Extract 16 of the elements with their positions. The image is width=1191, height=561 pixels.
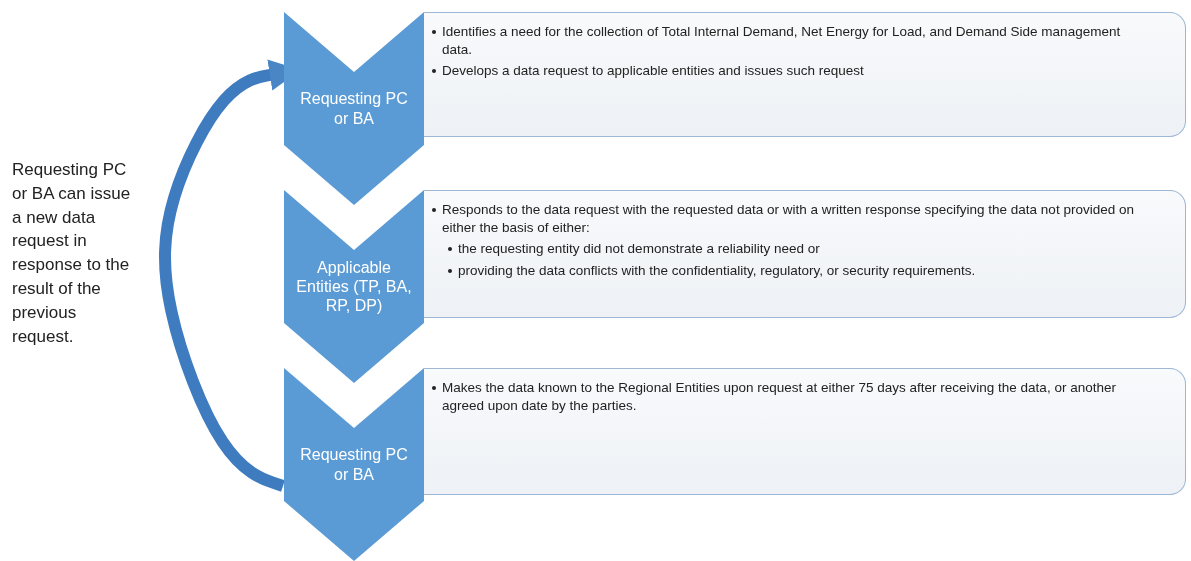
chevron-label: Requesting PC or BA: [299, 445, 409, 485]
chevron-shape: [284, 12, 424, 205]
chevron-label: Applicable Entities (TP, BA, RP, DP): [295, 257, 413, 317]
bullet-text: Identifies a need for the collection of Total Internal Demand, Net Energy for Load, and Demand Side management data.: [432, 23, 1153, 60]
bullet-text: the requesting entity did not demonstrate a reliability need or: [448, 240, 1153, 259]
chevron-label: Requesting PC or BA: [299, 89, 409, 129]
text-card: [424, 368, 1186, 495]
bullet-text: Develops a data request to applicable entities and issues such request: [432, 62, 1153, 81]
bullet-text: providing the data conflicts with the confidentiality, regulatory, or security requirements.: [448, 261, 1153, 280]
note-text: Requesting PC or BA can issue a new data request in response to the result of the previous request.: [12, 159, 132, 348]
bullet-text: Responds to the data request with the requested data or with a written response specifying the data not provided on either the basis of either:: [432, 201, 1153, 238]
bullet-text: Makes the data known to the Regional Entities upon request at either 75 days after receiving the data, or another agreed upon date by the parties.: [432, 379, 1153, 416]
chevron-shape: [284, 190, 424, 383]
chevron-shape: [284, 368, 424, 561]
text-card: [424, 190, 1186, 318]
text-card: [424, 12, 1186, 137]
